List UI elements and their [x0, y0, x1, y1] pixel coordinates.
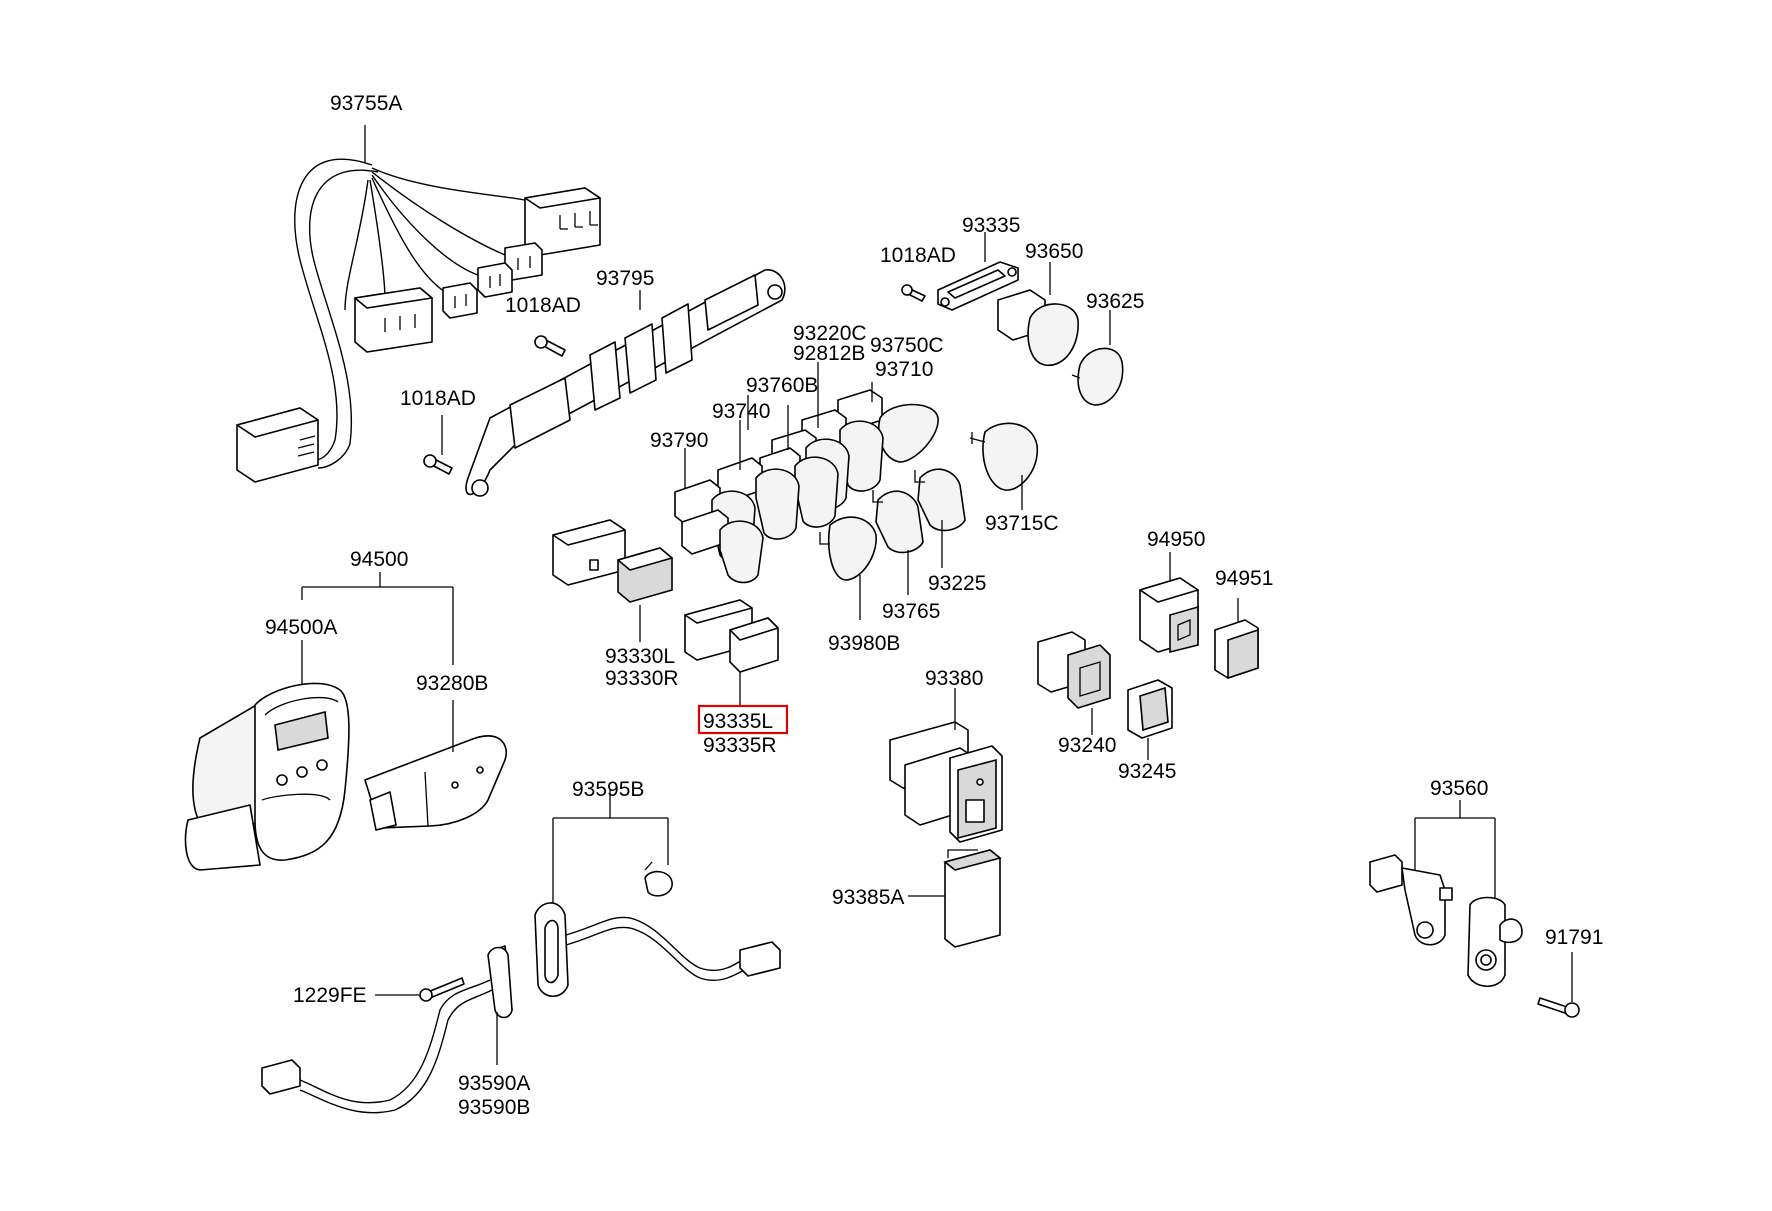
label-94950: 94950 [1147, 528, 1205, 551]
connector-small-2 [477, 262, 513, 298]
label-93750c: 93750C [870, 334, 944, 357]
connector-small-1 [504, 242, 543, 281]
label-93560: 93560 [1430, 777, 1488, 800]
switch-bracket-93795: 93795 [465, 267, 786, 497]
label-92812b: 92812B [793, 342, 865, 365]
screw-1229fe: 1229FE [293, 977, 465, 1007]
label-1018ad-c: 1018AD [880, 244, 956, 267]
bolt-1018ad-a: 1018AD [505, 294, 581, 357]
label-1229fe: 1229FE [293, 984, 367, 1007]
rocker-switch-row-upper: 93220C 92812B 93750C 93710 93760B 93740 … [650, 322, 944, 584]
label-94500a: 94500A [265, 616, 337, 639]
switch-93240: 93240 [1037, 631, 1116, 757]
rocker-switch-row-lower: 93225 93765 93980B [819, 468, 986, 655]
connector-large-right [524, 187, 601, 256]
label-93335l[interactable]: 93335L [703, 710, 773, 733]
cover-93280b: 93280B [364, 672, 507, 831]
label-93715c: 93715C [985, 512, 1059, 535]
label-93280b: 93280B [416, 672, 488, 695]
label-93755a: 93755A [330, 92, 402, 115]
switch-93715c: 93715C [969, 422, 1059, 535]
label-93795: 93795 [596, 267, 654, 290]
screw-91791: 91791 [1537, 926, 1603, 1018]
switch-93380: 93380 [889, 667, 1003, 843]
cover-plate-93335: 93335 [937, 214, 1020, 311]
switch-93330: 93330L 93330R [552, 519, 679, 690]
switch-93625: 93625 [1071, 290, 1144, 406]
label-93385a: 93385A [832, 886, 904, 909]
label-93790: 93790 [650, 429, 708, 452]
switch-94951: 94951 [1214, 567, 1273, 680]
label-93335: 93335 [962, 214, 1020, 237]
label-93980b: 93980B [828, 632, 900, 655]
label-93220c: 93220C [793, 322, 867, 345]
label-94951: 94951 [1215, 567, 1273, 590]
label-93590b: 93590B [458, 1096, 530, 1119]
label-93760b: 93760B [746, 374, 818, 397]
switch-93245: 93245 [1118, 679, 1176, 783]
label-93240: 93240 [1058, 734, 1116, 757]
switch-93385a: 93385A [832, 849, 1002, 948]
wiring-harness-93755a: 93755A [236, 92, 601, 483]
switch-assembly-93560: 93560 [1369, 777, 1523, 988]
switch-93650: 93650 [997, 240, 1083, 366]
console-assembly-94500: 94500 94500A [184, 548, 454, 871]
label-93625: 93625 [1086, 290, 1144, 313]
label-93590a: 93590A [458, 1072, 530, 1095]
label-1018ad-b: 1018AD [400, 387, 476, 410]
label-93765: 93765 [882, 600, 940, 623]
label-93650: 93650 [1025, 240, 1083, 263]
label-93710: 93710 [875, 358, 933, 381]
label-93740: 93740 [712, 400, 770, 423]
label-94500: 94500 [350, 548, 408, 571]
label-93330r: 93330R [605, 667, 679, 690]
bolt-1018ad-c: 1018AD [880, 244, 956, 302]
label-93330l: 93330L [605, 645, 675, 668]
highlight-box [697, 704, 789, 735]
label-93335r[interactable]: 93335R [703, 734, 777, 757]
connector-large-left [354, 287, 433, 353]
label-93245: 93245 [1118, 760, 1176, 783]
harness-93595b: 93595B 93590A 93590B [261, 778, 781, 1119]
label-1018ad-a: 1018AD [505, 294, 581, 317]
bolt-1018ad-b: 1018AD [400, 387, 476, 475]
switch-93335l-r[interactable]: 93335L 93335R [684, 599, 789, 757]
label-91791: 91791 [1545, 926, 1603, 949]
connector-small-3 [442, 282, 478, 319]
label-93595b: 93595B [572, 778, 644, 801]
switch-94950: 94950 [1139, 528, 1205, 654]
label-93225: 93225 [928, 572, 986, 595]
connector-bottom [236, 407, 319, 483]
label-93380: 93380 [925, 667, 983, 690]
